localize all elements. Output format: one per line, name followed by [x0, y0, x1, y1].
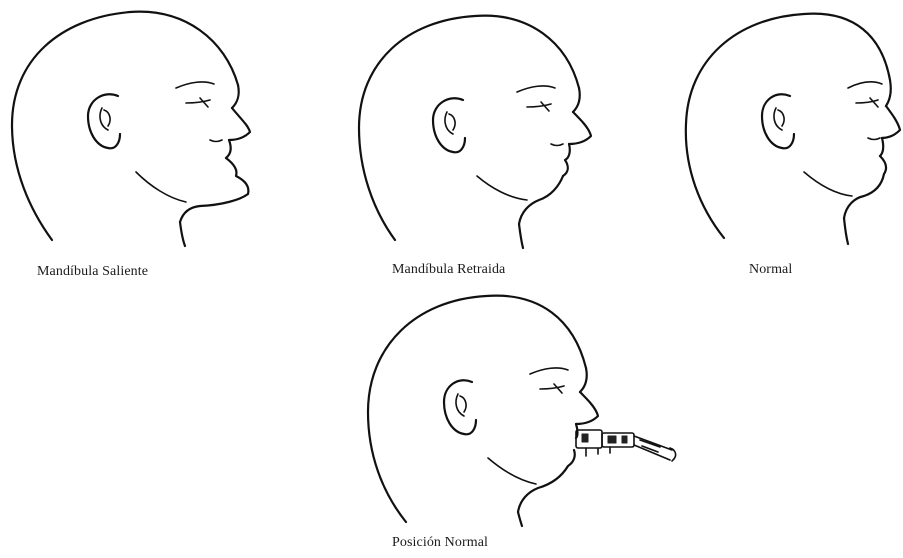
caption-mandibula-saliente: Mandíbula Saliente [37, 264, 148, 280]
figure-mandibula-retraida: Mandíbula Retraida [345, 0, 615, 290]
figure-mandibula-saliente: Mandíbula Saliente [0, 0, 300, 290]
figure-normal: Normal [678, 0, 903, 290]
caption-posicion-normal: Posición Normal [392, 535, 488, 551]
caption-normal: Normal [749, 262, 792, 278]
head-profile-retracted-jaw [345, 0, 615, 260]
figure-posicion-normal: Posición Normal [360, 290, 690, 558]
head-profile-normal-jaw [678, 0, 903, 260]
mouthpiece-device [576, 430, 676, 461]
head-profile-with-mouthpiece [360, 290, 690, 530]
head-profile-protruding-jaw [0, 0, 300, 260]
caption-mandibula-retraida: Mandíbula Retraida [392, 262, 505, 278]
